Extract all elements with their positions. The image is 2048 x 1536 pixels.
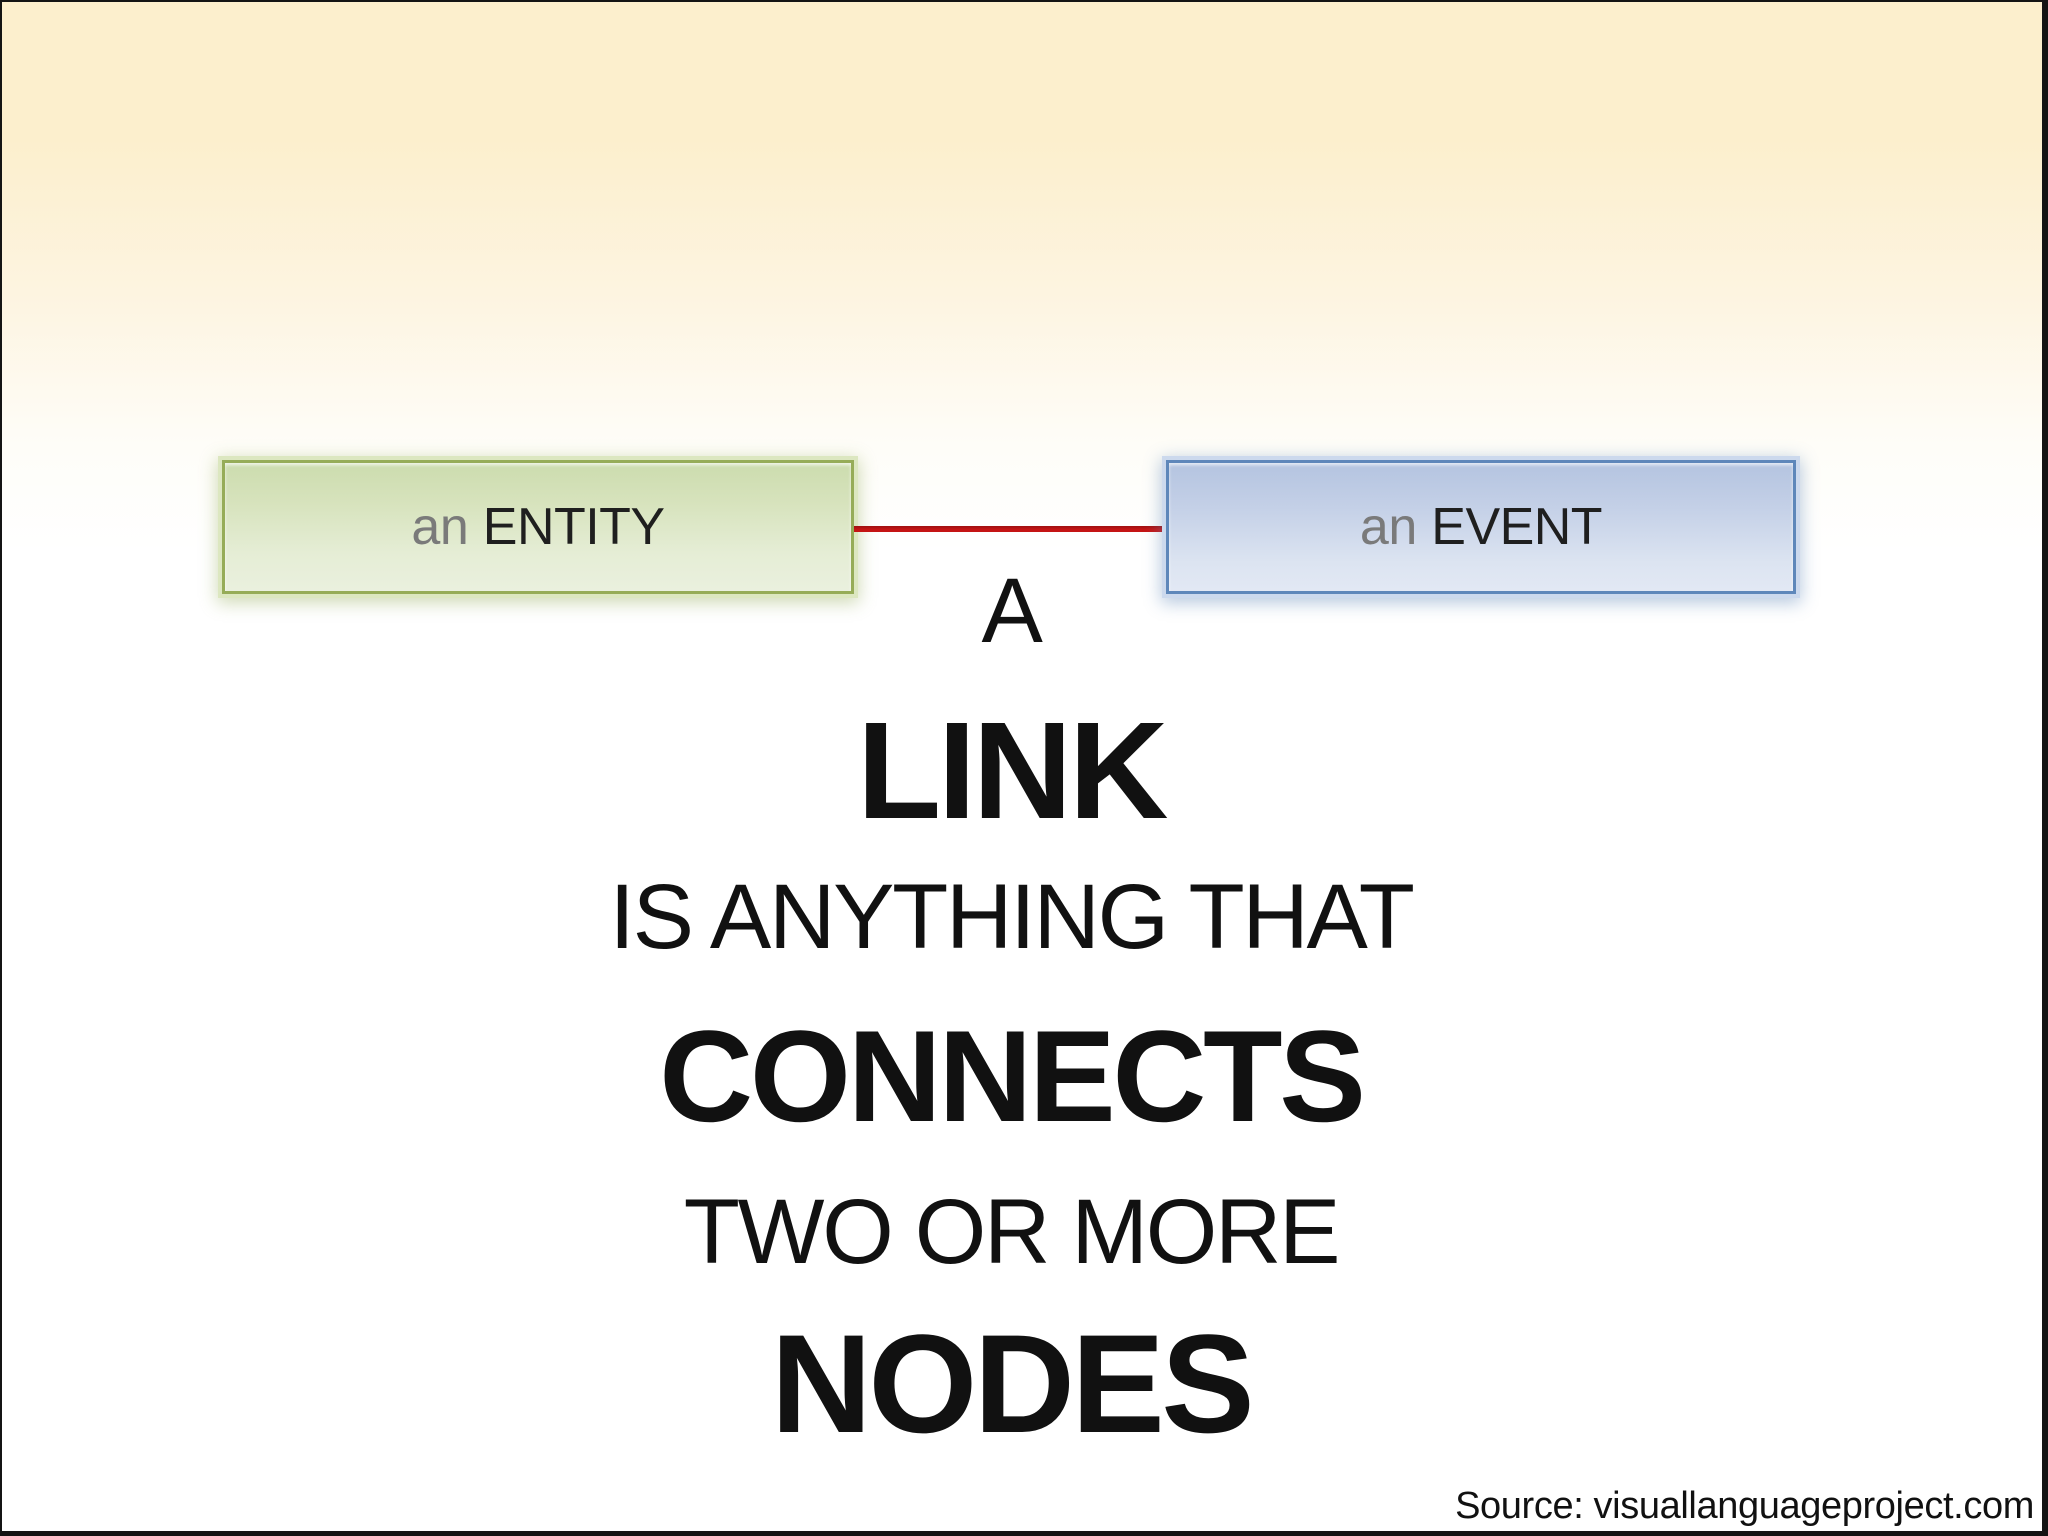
caption-line-link: LINK	[856, 694, 1169, 848]
entity-node-label: ENTITY	[482, 498, 665, 556]
event-node-prefix: an	[1359, 498, 1417, 556]
caption-line-two-or-more: TWO OR MORE	[683, 1181, 1341, 1283]
caption-line-nodes: NODES	[770, 1305, 1255, 1462]
entity-node-prefix: an	[411, 498, 469, 556]
source-attribution: Source: visuallanguageproject.com	[1455, 1485, 2034, 1527]
caption-line-a: A	[981, 560, 1042, 662]
event-node: an EVENT	[1166, 460, 1796, 594]
link-connector-line	[854, 526, 1169, 532]
caption-line-connects: CONNECTS	[659, 1003, 1366, 1149]
caption-line-is-anything-that: IS ANYTHING THAT	[609, 866, 1415, 968]
entity-node: an ENTITY	[222, 460, 854, 594]
event-node-label: EVENT	[1431, 498, 1603, 556]
